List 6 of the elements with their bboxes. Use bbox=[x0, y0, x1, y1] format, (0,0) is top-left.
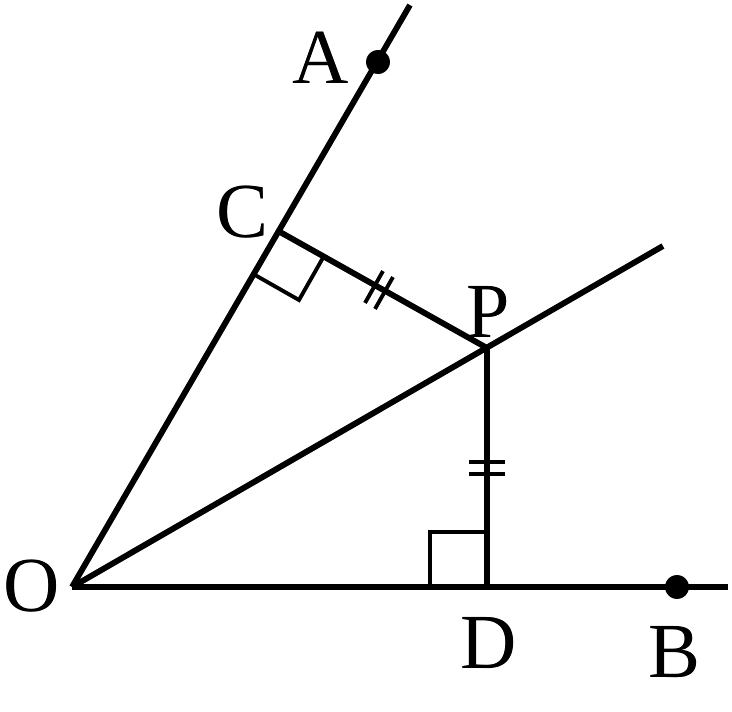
point-label: O bbox=[3, 546, 60, 624]
point-label: P bbox=[466, 272, 510, 350]
point-label: D bbox=[460, 603, 516, 681]
point-label: C bbox=[216, 172, 268, 250]
point-label: A bbox=[292, 18, 348, 96]
point-label: B bbox=[648, 612, 700, 690]
